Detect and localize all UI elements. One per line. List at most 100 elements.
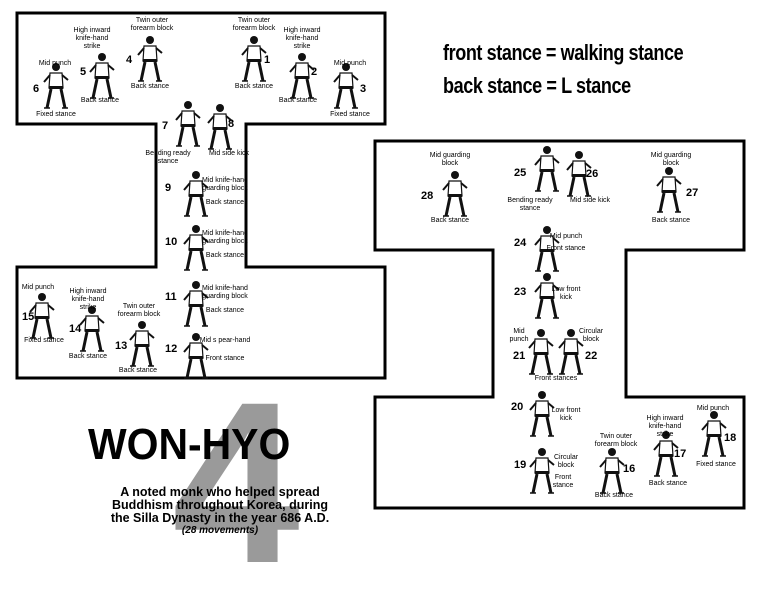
karate-figure-icon [207,104,233,150]
karate-figure-icon [534,146,560,192]
description-line: the Silla Dynasty in the year 686 A.D. [110,511,330,525]
movement-count: (28 movements) [181,525,259,536]
movement-number: 20 [511,401,524,413]
movement-number: 24 [514,237,527,249]
movement-number: 7 [162,120,169,132]
movement-number: 1 [264,54,271,66]
karate-figure-icon [534,273,560,319]
pattern-number: 4 [172,354,300,611]
karate-figure-icon [701,411,727,457]
stance-label: Back stance [205,307,245,314]
equation-back-stance: back stance = L stance [443,73,631,98]
karate-figure-icon [534,226,560,272]
karate-figure-icon [599,448,625,494]
movement-number: 18 [724,432,737,444]
stance-label: Back stance [118,367,158,374]
stance-label: Back stance [68,353,108,360]
karate-figure-icon [29,293,55,339]
stance-label: Back stance [430,217,470,224]
karate-figure-icon [289,53,315,99]
karate-figure-icon [558,329,584,375]
karate-figure-icon [183,171,209,217]
movement-number: 22 [585,350,598,362]
karate-figure-icon [43,63,69,109]
movement-label: Mid s pear-hand [199,337,251,344]
stance-label: Back stance [234,83,274,90]
karate-figure-icon [79,306,105,352]
stance-label: Back stance [80,97,120,104]
stance-label: Back stance [651,217,691,224]
movement-number: 16 [623,463,636,475]
karate-figure-icon [529,391,555,437]
movement-number: 25 [514,167,527,179]
stance-label: Back stance [205,199,245,206]
stance-label: Fixed stance [24,337,64,344]
karate-figure-icon [175,101,201,147]
movement-number: 14 [69,323,82,335]
karate-figure-icon [137,36,163,82]
movement-number: 5 [80,66,87,78]
movement-number: 17 [674,448,687,460]
movement-number: 11 [165,291,177,303]
stance-label: Back stance [205,252,245,259]
description-line: A noted monk who helped spread [120,485,320,499]
karate-figure-icon [528,329,554,375]
stance-label: Back stance [130,83,170,90]
movement-label: Mid punch [696,405,730,412]
karate-figure-icon [129,321,155,367]
pattern-title: WON-HYO [88,420,291,469]
stance-label: Fixed stance [36,111,76,118]
karate-figure-icon [333,63,359,109]
karate-figure-icon [529,448,555,494]
movement-number: 10 [165,236,178,248]
movement-number: 3 [360,83,367,95]
stance-label: Fixed stance [696,461,736,468]
movement-label: Mid punch [333,60,367,67]
movement-number: 4 [126,54,133,66]
movement-number: 8 [228,118,235,130]
movement-label: Mid punch [38,60,72,67]
movement-label: Mid side kick [208,150,250,157]
movement-number: 21 [513,350,526,362]
stance-label: Back stance [648,480,688,487]
movement-number: 28 [421,190,434,202]
karate-figure-icon [656,167,682,213]
stance-label: Back stance [278,97,318,104]
movement-number: 15 [22,311,35,323]
karate-figure-icon [89,53,115,99]
stance-label: Front stances [534,375,578,382]
movement-number: 23 [514,286,527,298]
movement-number: 27 [686,187,699,199]
karate-figure-icon [566,151,592,197]
movement-number: 2 [311,66,318,78]
pattern-description: A noted monk who helped spread Buddhism … [60,486,380,525]
movement-number: 12 [165,343,178,355]
movement-label: Mid punch [21,284,55,291]
description-line: Buddhism throughout Korea, during [112,498,328,512]
movement-label: Mid punch [549,233,583,240]
movement-number: 13 [115,340,128,352]
stance-label: Back stance [594,492,634,499]
pattern-diagram-outline [15,11,746,510]
karate-figure-icon [442,171,468,217]
karate-figure-icon [183,333,209,379]
